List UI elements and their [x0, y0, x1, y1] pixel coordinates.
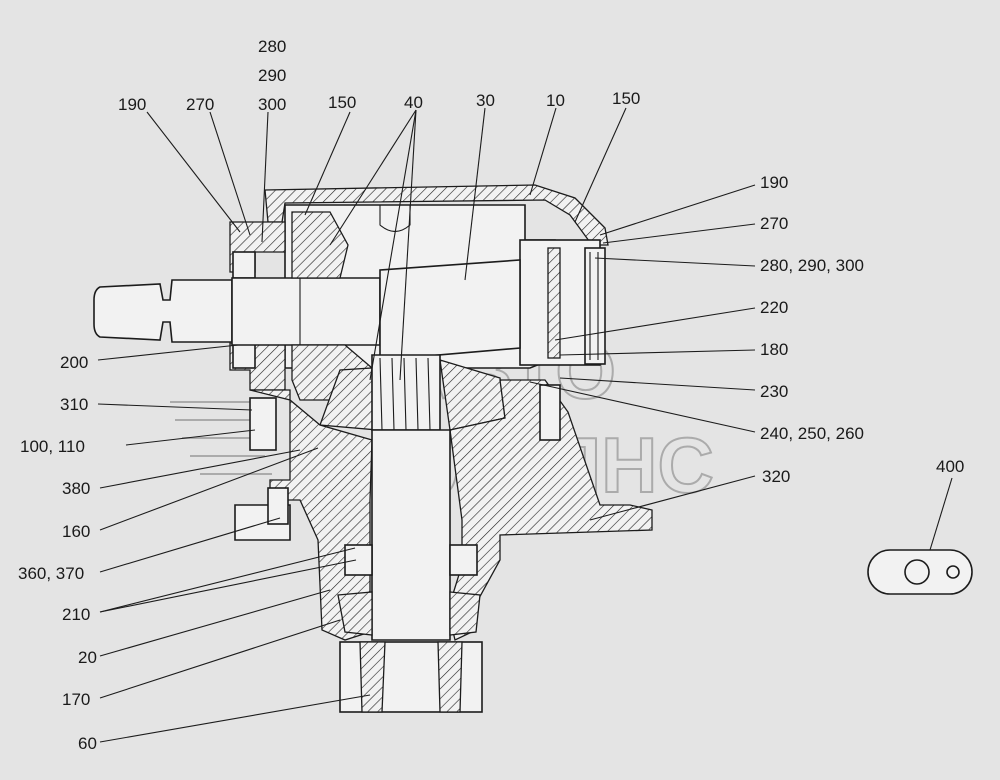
label-400: 400: [936, 457, 964, 476]
lower-housing-left: [249, 389, 373, 641]
part-400-washer: [867, 549, 973, 595]
seal-top: [232, 251, 256, 279]
label-150-right: 150: [612, 89, 640, 108]
output-shaft: [371, 429, 451, 641]
label-160: 160: [62, 522, 90, 541]
bolt-lower: [267, 487, 289, 525]
label-360-370: 360, 370: [18, 564, 84, 583]
taper-bearing-right: [449, 591, 481, 636]
label-100-110: 100, 110: [20, 437, 85, 456]
label-190-right: 190: [760, 173, 788, 192]
label-210: 210: [62, 605, 90, 624]
seal-right: [449, 544, 478, 576]
gear-upper: [291, 211, 349, 279]
label-290-top: 290: [258, 66, 286, 85]
bolt-left: [249, 397, 277, 451]
input-shaft: [93, 279, 233, 343]
output-flange-spline-right: [437, 641, 463, 713]
lower-housing-right: [447, 379, 653, 641]
label-220: 220: [760, 298, 788, 317]
taper-bearing-left: [337, 591, 373, 636]
label-190-top: 190: [118, 95, 146, 114]
label-310: 310: [60, 395, 88, 414]
main-body: [379, 259, 521, 361]
part-labels: 280 290 300 190 270 150 40 30 10 150 190…: [18, 37, 964, 753]
seal-left: [344, 544, 373, 576]
label-280-top: 280: [258, 37, 286, 56]
label-170: 170: [62, 690, 90, 709]
label-180: 180: [760, 340, 788, 359]
output-flange-spline-left: [359, 641, 386, 713]
gear-assembly-drawing: [93, 184, 653, 713]
label-200: 200: [60, 353, 88, 372]
label-240-250-260: 240, 250, 260: [760, 424, 864, 443]
right-bearing-left: [547, 247, 561, 359]
label-380: 380: [62, 479, 90, 498]
label-280-290-300: 280, 290, 300: [760, 256, 864, 275]
label-30: 30: [476, 91, 495, 110]
label-20: 20: [78, 648, 97, 667]
label-60: 60: [78, 734, 97, 753]
right-bearing-cap: [584, 247, 606, 365]
label-300-top: 300: [258, 95, 286, 114]
shaft-body: [231, 277, 381, 346]
label-150-left: 150: [328, 93, 356, 112]
label-270-top: 270: [186, 95, 214, 114]
bolt-right: [539, 384, 561, 441]
seal-bottom: [232, 341, 256, 369]
leader-lines: [97, 107, 953, 743]
label-40: 40: [404, 93, 423, 112]
label-270-right: 270: [760, 214, 788, 233]
label-10: 10: [546, 91, 565, 110]
label-320: 320: [762, 467, 790, 486]
label-230: 230: [760, 382, 788, 401]
